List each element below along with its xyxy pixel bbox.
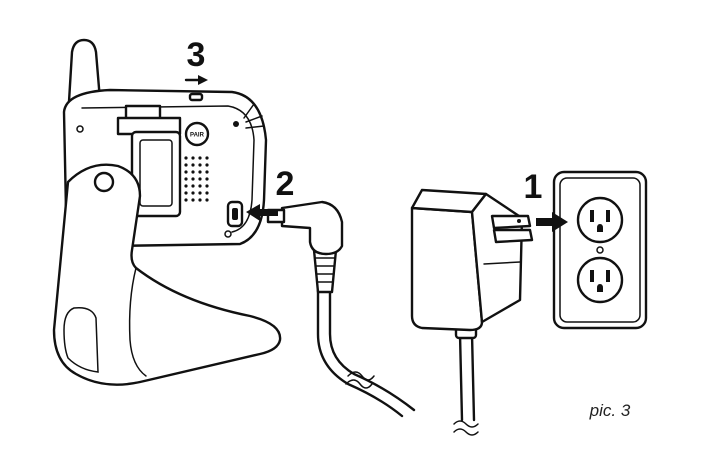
outlet-receptacle-bottom[interactable] [576,256,624,304]
stand-pivot-hole [93,171,115,193]
speaker-grille [184,156,209,202]
led-light-rays [243,103,265,129]
camera-stand [52,163,282,386]
pair-button-label: PAIR [190,133,205,139]
arrow-1 [536,212,568,232]
power-adapter [410,188,534,436]
camera-power-plug [266,200,416,418]
figure-caption: pic. 3 [589,401,631,420]
power-port [226,200,244,228]
power-switch[interactable] [188,92,204,102]
power-led [233,121,239,127]
outlet-receptacle-top[interactable] [576,196,624,244]
step-3-number: 3 [187,36,206,74]
wall-outlet [552,170,648,330]
pair-button[interactable]: PAIR [184,121,210,147]
arrow-3 [184,75,208,85]
step-2-number: 2 [276,165,295,203]
adapter-prongs [490,214,534,244]
step-1-number: 1 [524,168,543,206]
arrow-2 [246,204,278,221]
